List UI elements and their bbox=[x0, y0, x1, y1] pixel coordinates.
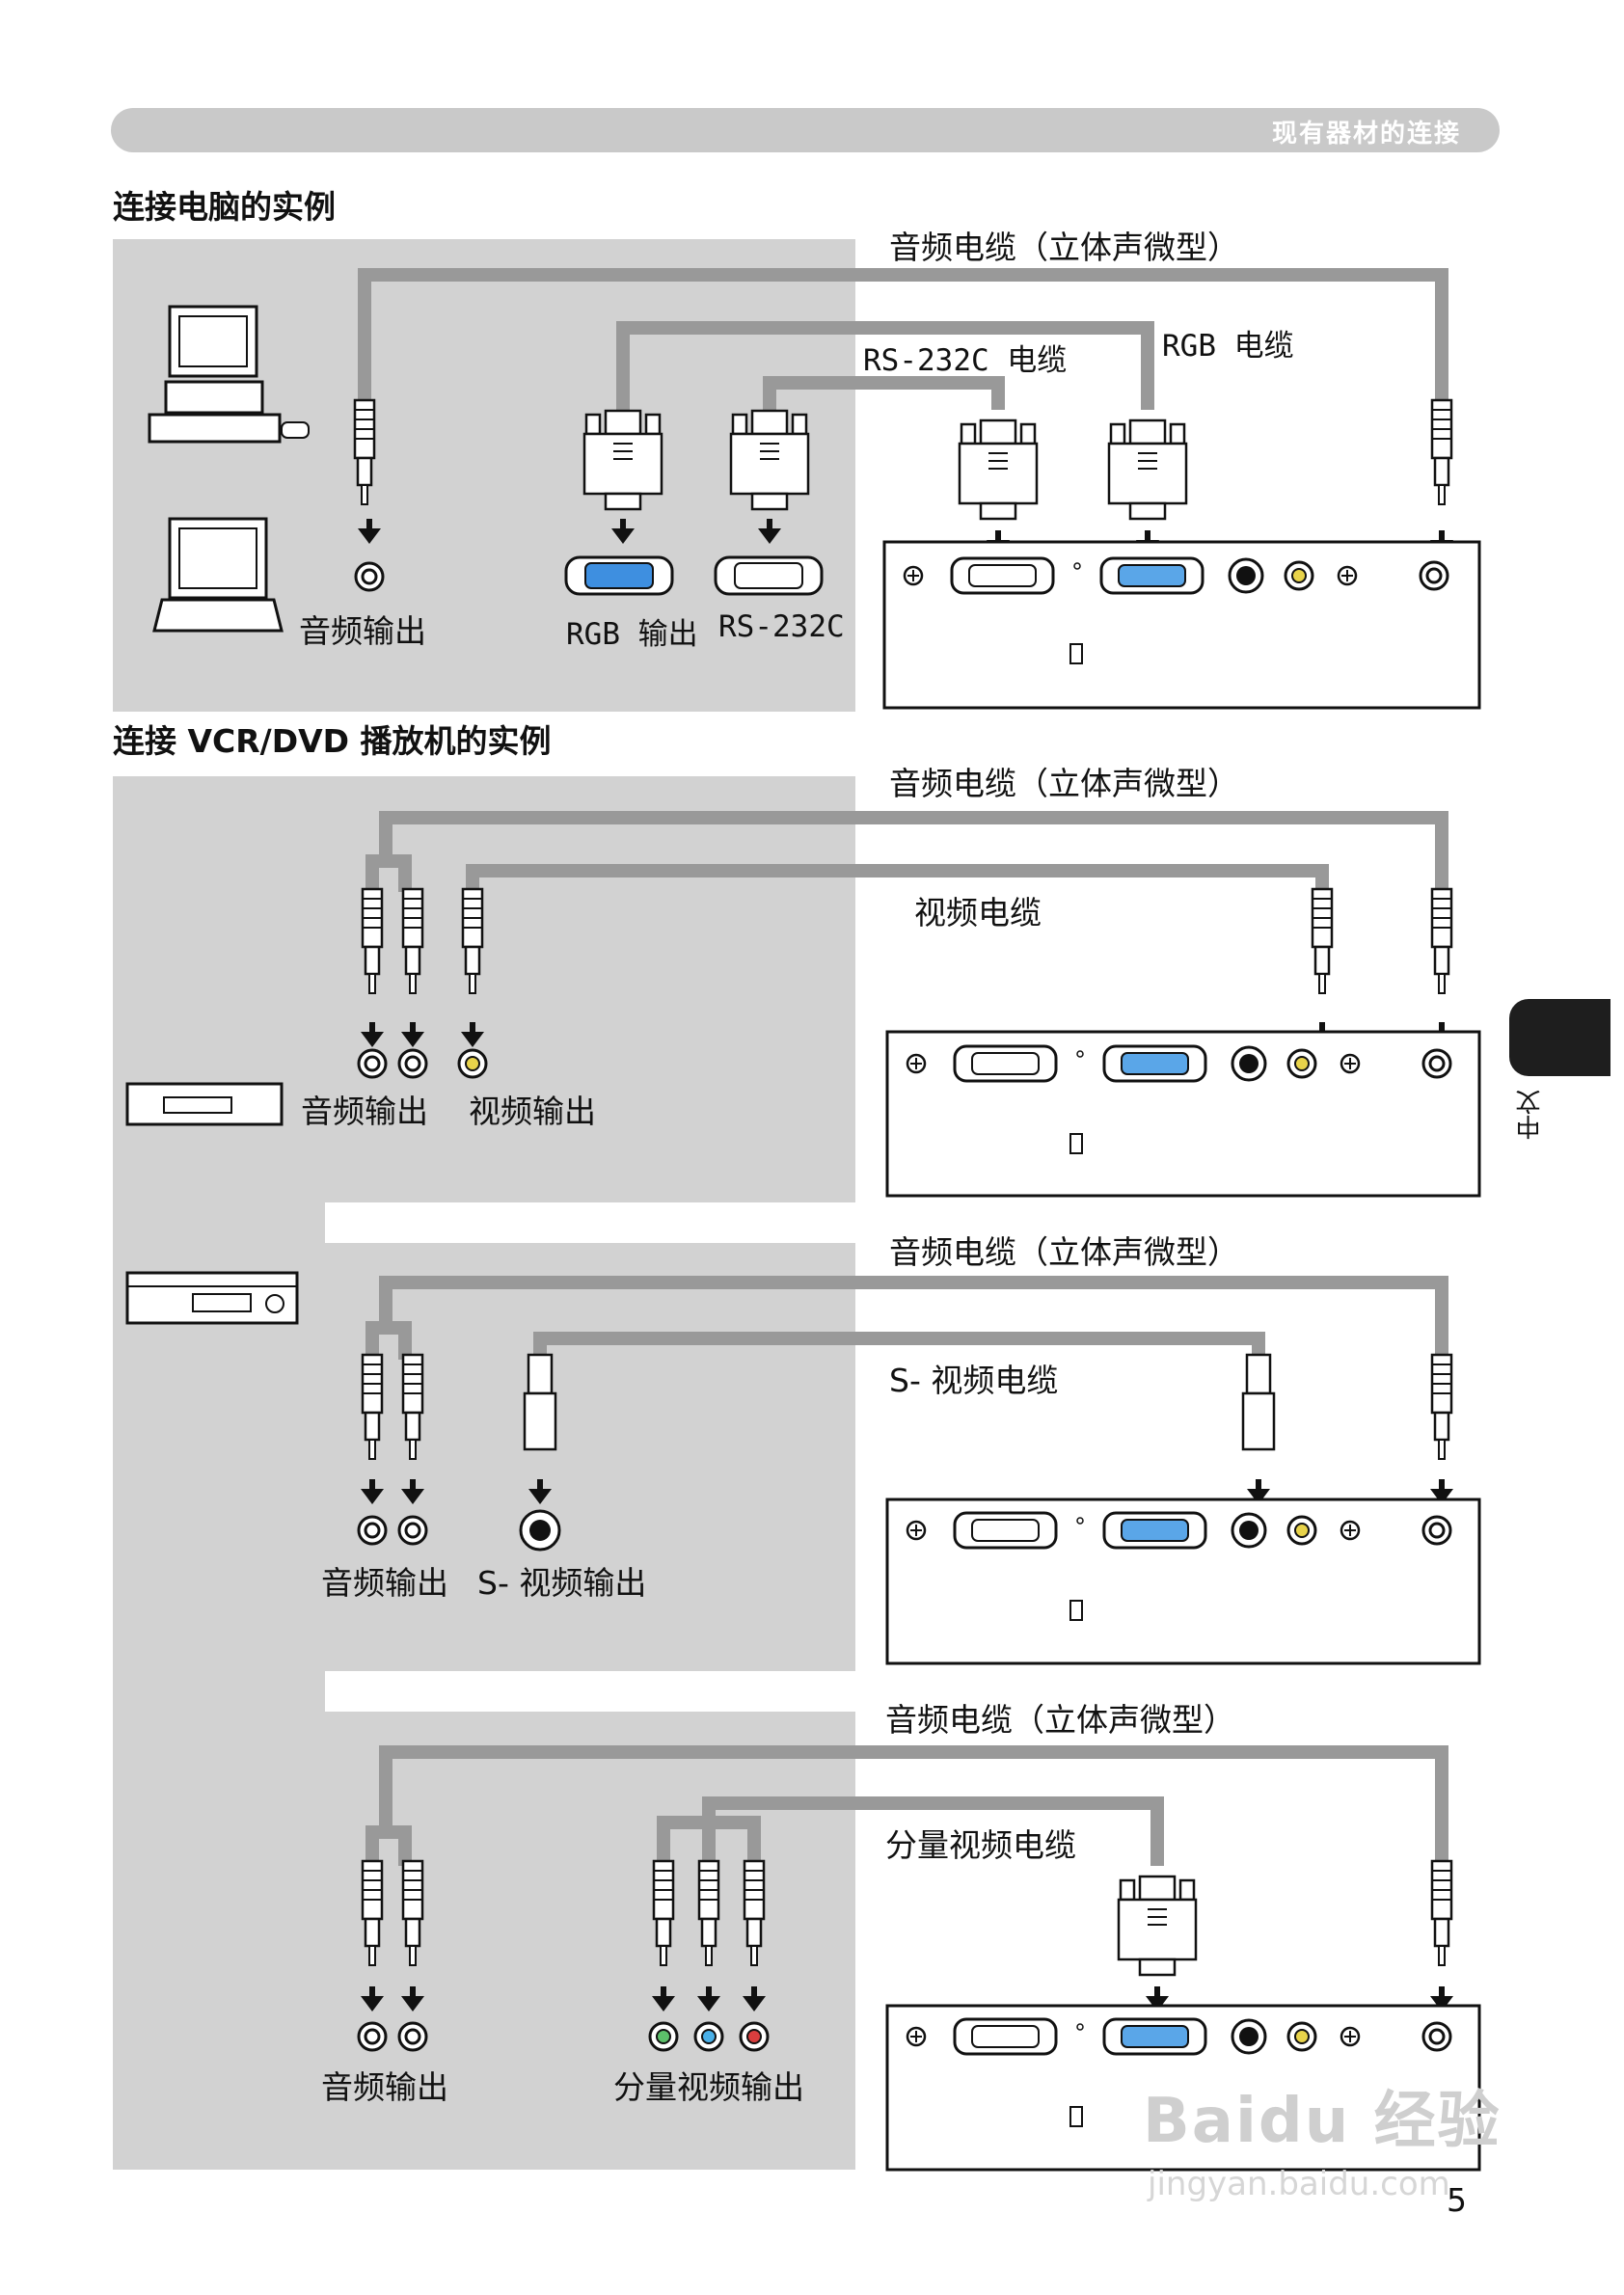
rs232-port-label: RS-232C bbox=[718, 609, 845, 644]
vcr-audio-out-label: 音频输出 bbox=[301, 1093, 428, 1130]
language-tab bbox=[1509, 999, 1610, 1076]
vcr-panel-strip bbox=[113, 1202, 325, 1243]
header-bar: 现有器材的连接 bbox=[111, 108, 1500, 152]
page-number: 5 bbox=[1447, 2181, 1467, 2219]
rs232-cable-label: RS-232C 电缆 bbox=[863, 343, 1068, 378]
desktop-computer-icon bbox=[148, 305, 310, 444]
rgb-out-label: RGB 输出 bbox=[566, 617, 698, 652]
section-title-computer: 连接电脑的实例 bbox=[113, 188, 336, 226]
component-audio-cable-label: 音频电缆（立体声微型） bbox=[885, 1701, 1235, 1739]
component-panel bbox=[113, 1712, 855, 2170]
header-title: 现有器材的连接 bbox=[1271, 120, 1461, 148]
component-out-label: 分量视频输出 bbox=[613, 2068, 804, 2106]
video-cable-label: 视频电缆 bbox=[914, 894, 1042, 932]
computer-audio-cable-label: 音频电缆（立体声微型） bbox=[889, 229, 1239, 266]
svideo-audio-cable-label: 音频电缆（立体声微型） bbox=[889, 1233, 1239, 1271]
section-title-vcr-dvd: 连接 VCR/DVD 播放机的实例 bbox=[113, 722, 552, 760]
vcr-panel bbox=[113, 776, 855, 1202]
rgb-cable-label: RGB 电缆 bbox=[1162, 329, 1294, 364]
watermark-url: jingyan.baidu.com bbox=[1148, 2165, 1450, 2203]
svideo-cable-label: S- 视频电缆 bbox=[889, 1362, 1059, 1399]
component-audio-out-label: 音频输出 bbox=[321, 2068, 448, 2106]
svideo-out-label: S- 视频输出 bbox=[477, 1564, 647, 1602]
dvd-player-icon bbox=[125, 1271, 299, 1325]
vcr-icon bbox=[125, 1082, 284, 1126]
watermark-brand: Baidu 经验 bbox=[1143, 2086, 1502, 2157]
svideo-audio-out-label: 音频输出 bbox=[321, 1564, 448, 1602]
computer-audio-out-label: 音频输出 bbox=[299, 612, 426, 650]
laptop-icon bbox=[152, 517, 284, 633]
language-tab-label: 中文 bbox=[1516, 1090, 1545, 1140]
vcr-audio-cable-label: 音频电缆（立体声微型） bbox=[889, 765, 1239, 802]
svideo-panel-strip bbox=[113, 1671, 325, 1712]
video-out-label: 视频输出 bbox=[469, 1093, 596, 1130]
component-cable-label: 分量视频电缆 bbox=[885, 1826, 1076, 1864]
